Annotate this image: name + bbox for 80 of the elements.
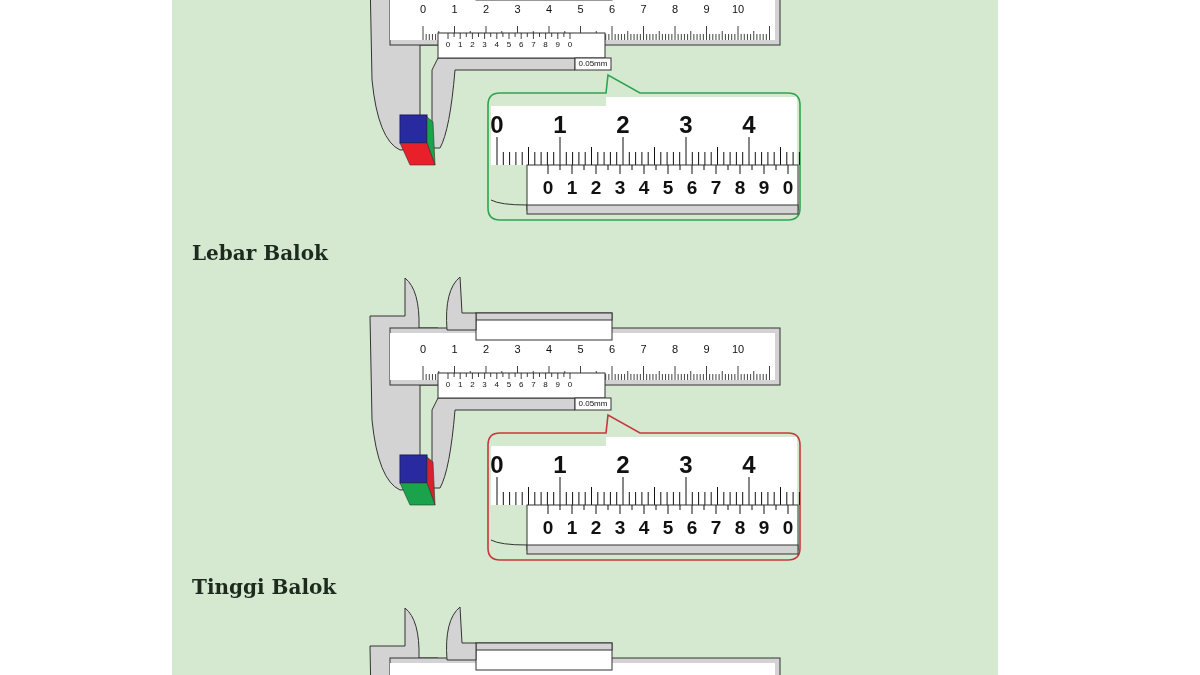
scale-number: 1: [553, 113, 567, 137]
vernier-number: 1: [457, 41, 463, 49]
vernier-number: 7: [710, 517, 722, 537]
vernier-number: 0: [782, 517, 794, 537]
vernier-number: 4: [638, 517, 650, 537]
scale-number: 1: [451, 343, 458, 355]
scale-number: 2: [482, 343, 490, 355]
scale-number: 7: [640, 343, 647, 355]
scale-number: 0: [490, 453, 504, 477]
vernier-number: 0: [782, 177, 794, 197]
vernier-number: 9: [555, 381, 560, 389]
scale-number: 3: [514, 3, 521, 15]
section-heading: Lebar Balok: [192, 243, 328, 263]
vernier-number: 5: [506, 41, 512, 49]
vernier-number: 0: [445, 41, 451, 49]
vernier-number: 0: [542, 177, 554, 197]
vernier-number: 8: [543, 41, 548, 49]
vernier-number: 1: [457, 381, 463, 389]
scale-number: 3: [514, 343, 521, 355]
scale-number: 3: [679, 453, 693, 477]
vernier-number: 3: [482, 41, 487, 49]
scale-number: 2: [616, 113, 630, 137]
scale-number: 10: [731, 343, 745, 355]
vernier-number: 0: [445, 381, 451, 389]
unit-label: 0.05mm: [578, 60, 608, 68]
scale-number: 4: [742, 453, 756, 477]
vernier-number: 9: [758, 517, 770, 537]
vernier-number: 5: [506, 381, 512, 389]
scale-number: 1: [451, 3, 458, 15]
vernier-number: 6: [686, 177, 698, 197]
vernier-number: 0: [542, 517, 554, 537]
scale-number: 4: [545, 3, 553, 15]
scale-number: 3: [679, 113, 693, 137]
scale-number: 5: [577, 3, 584, 15]
scale-number: 8: [671, 3, 679, 15]
vernier-number: 9: [758, 177, 770, 197]
vernier-number: 5: [662, 517, 674, 537]
scale-number: 7: [640, 3, 647, 15]
vernier-number: 4: [494, 41, 499, 49]
scale-number: 10: [731, 3, 745, 15]
vernier-number: 7: [531, 381, 536, 389]
scale-number: 0: [419, 343, 427, 355]
vernier-number: 7: [710, 177, 722, 197]
scale-number: 0: [490, 113, 504, 137]
scale-number: 6: [608, 343, 616, 355]
scale-number: 8: [671, 343, 679, 355]
scale-number: 2: [616, 453, 630, 477]
scale-number: 2: [482, 3, 490, 15]
vernier-number: 0: [567, 381, 573, 389]
vernier-number: 6: [518, 41, 524, 49]
scale-number: 4: [742, 113, 756, 137]
vernier-number: 7: [531, 41, 536, 49]
vernier-number: 2: [590, 177, 602, 197]
vernier-number: 8: [734, 517, 746, 537]
vernier-number: 1: [566, 517, 578, 537]
vernier-number: 2: [470, 41, 475, 49]
scale-number: 5: [577, 343, 584, 355]
scale-number: 0: [419, 3, 427, 15]
vernier-number: 2: [470, 381, 475, 389]
vernier-number: 4: [638, 177, 650, 197]
vernier-number: 0: [567, 41, 573, 49]
vernier-number: 5: [662, 177, 674, 197]
vernier-number: 6: [518, 381, 524, 389]
vernier-number: 8: [734, 177, 746, 197]
vernier-number: 2: [590, 517, 602, 537]
vernier-number: 1: [566, 177, 578, 197]
vernier-number: 3: [614, 517, 626, 537]
scale-number: 1: [553, 453, 567, 477]
scale-number: 9: [703, 3, 710, 15]
section-heading: Tinggi Balok: [192, 577, 337, 597]
vernier-number: 3: [482, 381, 487, 389]
vernier-number: 9: [555, 41, 560, 49]
scale-number: 6: [608, 3, 616, 15]
vernier-number: 6: [686, 517, 698, 537]
scale-number: 9: [703, 343, 710, 355]
unit-label: 0.05mm: [578, 400, 608, 408]
vernier-number: 4: [494, 381, 499, 389]
vernier-number: 3: [614, 177, 626, 197]
vernier-number: 8: [543, 381, 548, 389]
scale-number: 4: [545, 343, 553, 355]
